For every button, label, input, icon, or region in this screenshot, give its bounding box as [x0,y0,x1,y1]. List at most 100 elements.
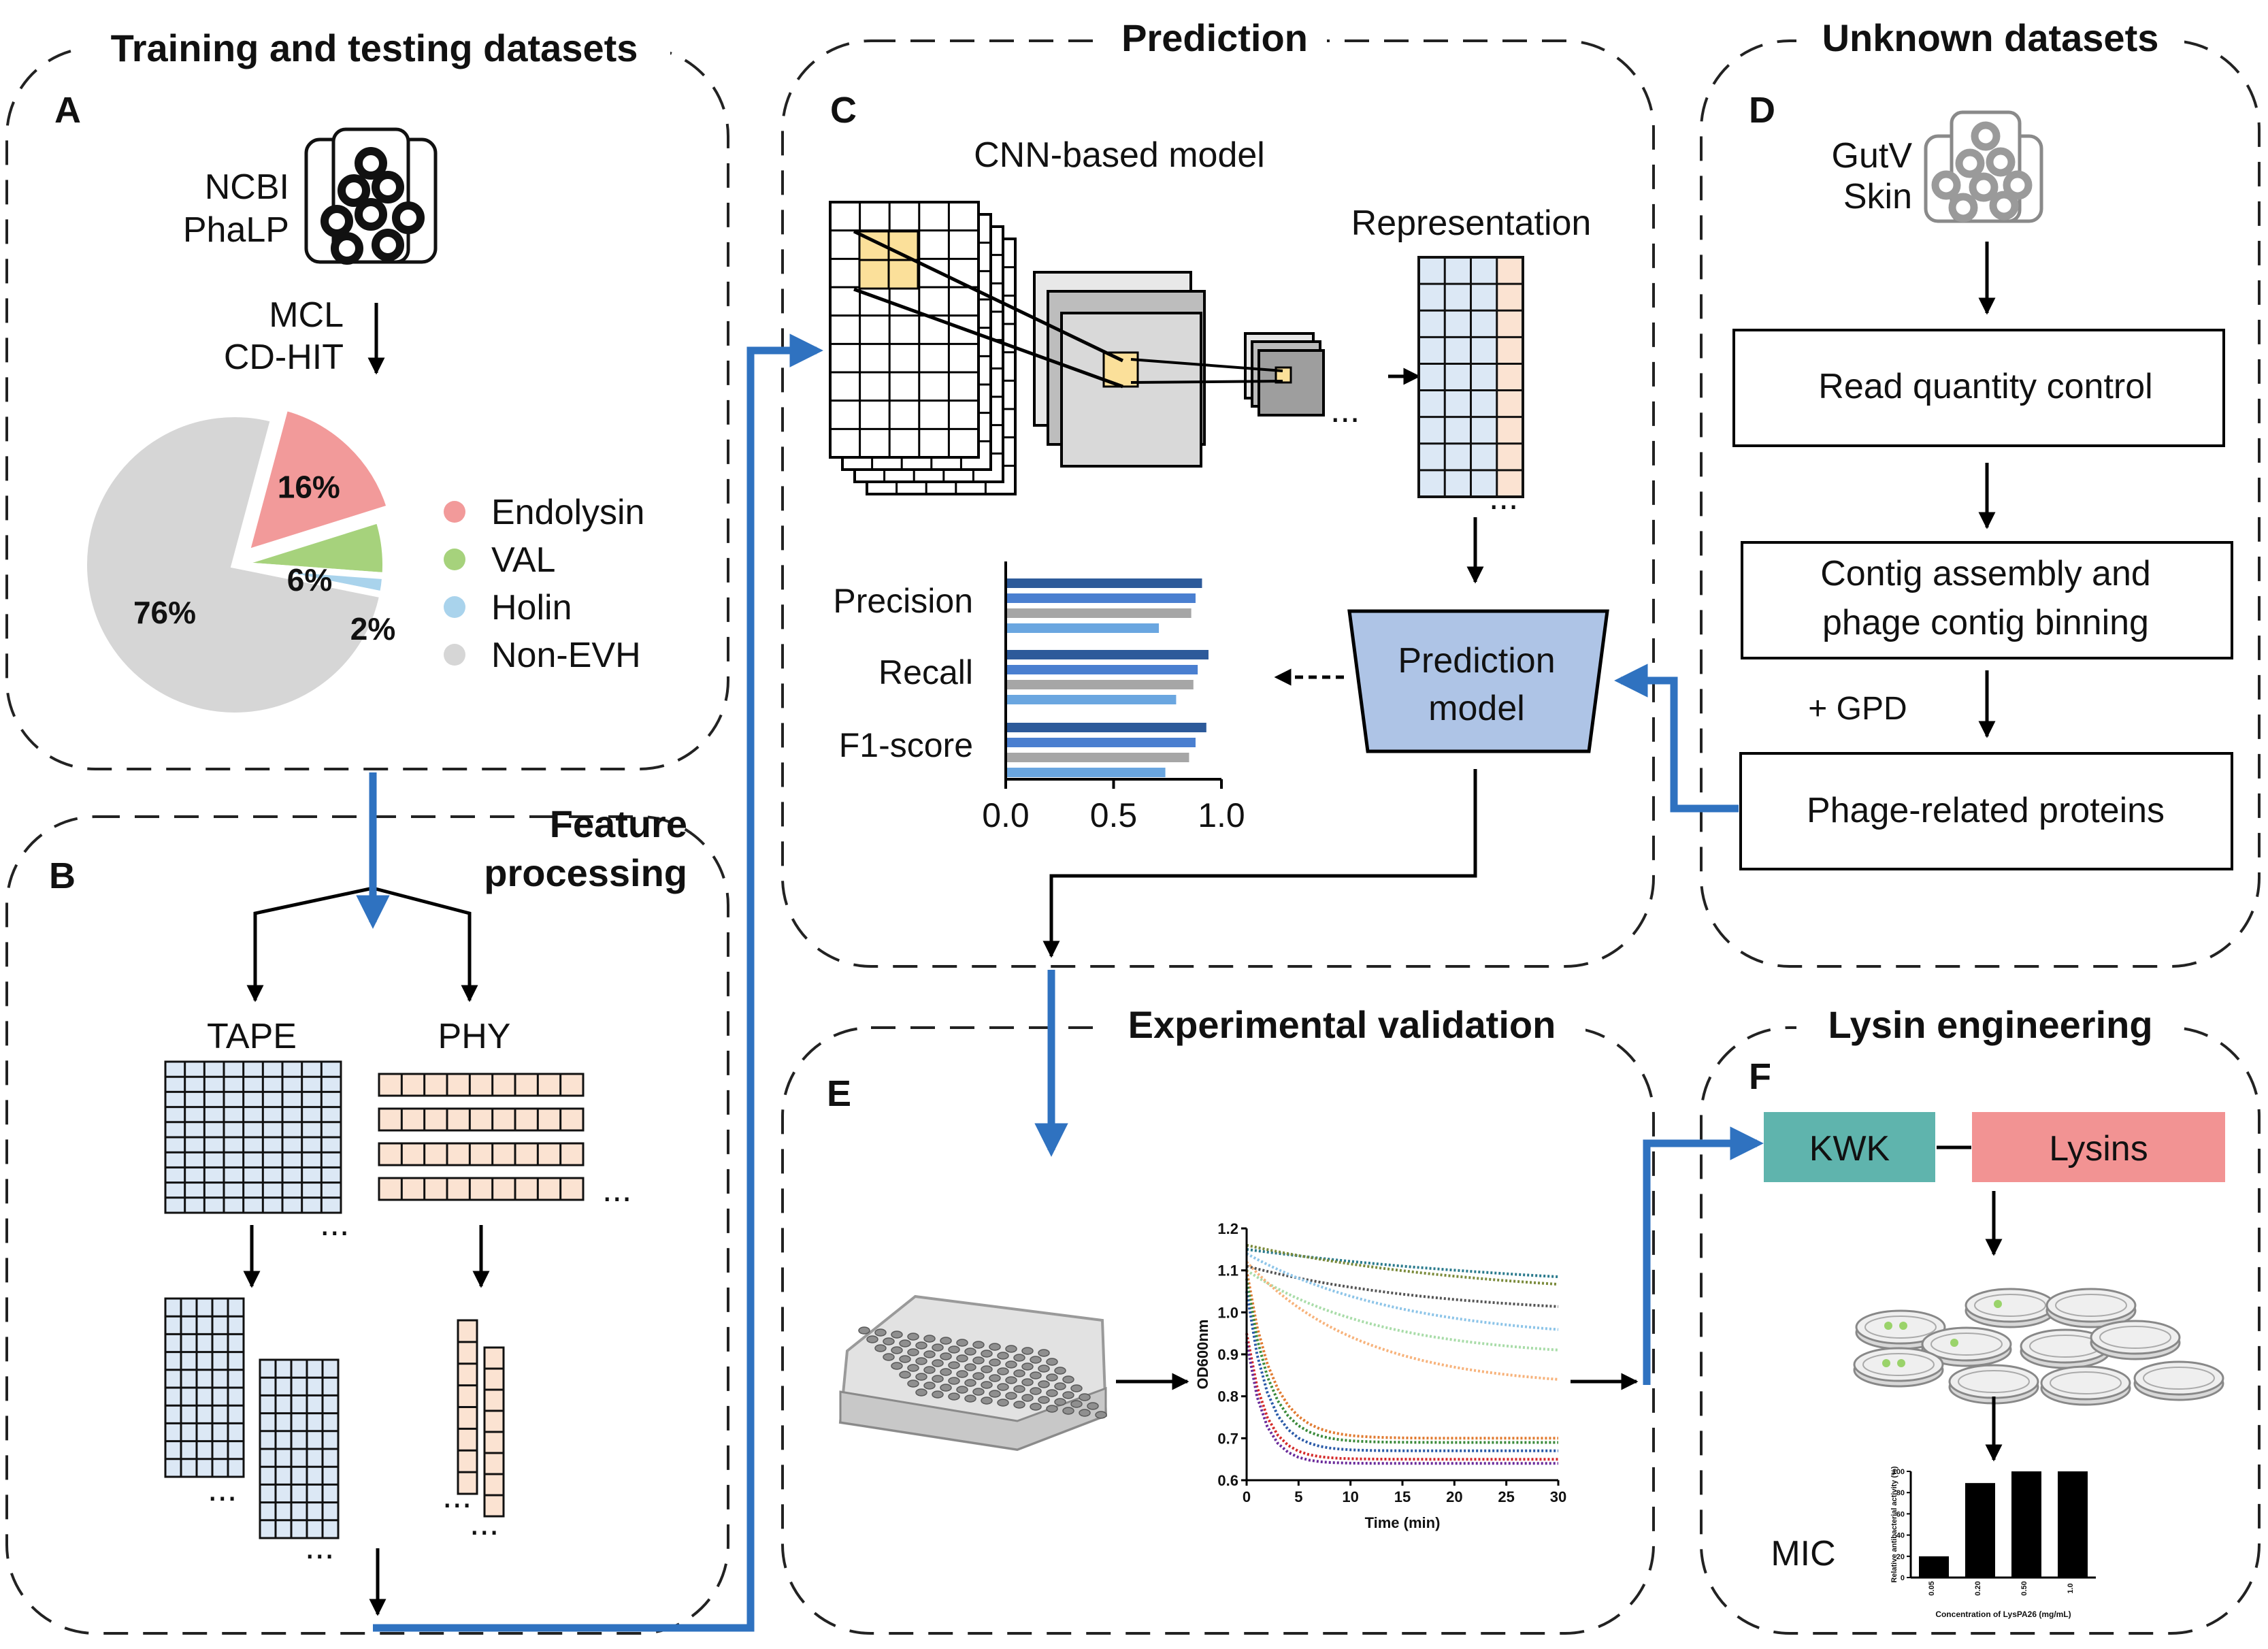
pie-label-non-evh: 76% [133,595,196,630]
db-label-gutv: GutV [1832,136,1913,176]
od-series-line [1245,1270,1558,1440]
tape-ellipsis: ... [320,1204,349,1243]
lysins-box [1972,1112,2225,1182]
legend-dot-endolysin [444,501,465,523]
contig-assembly-label-line1: Contig assembly and [1820,554,2151,593]
unknown-section-frame [1700,39,2261,968]
blue-arrow-d-to-c [1614,664,1739,813]
od-series-line [1245,1278,1558,1444]
mic-bar [2011,1471,2041,1578]
tape-grid [164,1060,342,1214]
od-series-line [1246,1243,1559,1286]
pie-label-endolysin: 16% [278,470,340,505]
metrics-x-tick: 0.5 [1090,796,1138,834]
prediction-model-label-line2: model [1428,689,1525,728]
pie-legend: Endolysin VAL Holin Non-EVH [444,493,644,675]
phy-small-ellipsis-1: ... [442,1476,472,1516]
mic-bar [2058,1471,2088,1578]
kwk-box [1764,1112,1935,1182]
mic-bar [1965,1483,1995,1578]
panel-letter-d: D [1749,90,1775,131]
legend-dot-non-evh [444,644,465,666]
read-quantity-control-label: Read quantity control [1818,367,2152,406]
training-section-title: Training and testing datasets [111,27,638,69]
mic-y-label: Relative antibacterial activity (%) [1890,1466,1899,1583]
tape-small-ellipsis-2: ... [305,1527,334,1567]
database-icon-a [304,127,438,265]
od-y-tick: 0.7 [1217,1430,1238,1447]
tape-grid-small-2 [259,1358,340,1539]
mic-x-tick: 0.05 [1928,1581,1936,1595]
prediction-model-label-line1: Prediction [1398,641,1555,681]
prediction-section-title: Prediction [1121,16,1308,59]
metric-bar [1006,650,1209,659]
cnn-ellipsis: ... [1330,391,1360,430]
blue-arrow-b-to-c [373,333,823,1632]
tape-small-ellipsis-1: ... [208,1469,237,1509]
pie-label-holin: 2% [350,611,395,647]
representation-grid [1417,256,1524,498]
mic-y-tick: 0 [1901,1574,1905,1582]
phy-row [378,1107,585,1132]
panel-letter-a: A [54,90,81,131]
pie-slice-endolysin [241,403,395,559]
db-label-skin: Skin [1843,177,1912,216]
training-section-frame [5,46,729,770]
metric-label-precision: Precision [833,582,973,620]
legend-non-evh: Non-EVH [491,636,641,675]
legend-holin: Holin [491,588,572,627]
contig-assembly-box [1741,541,2233,659]
feature-section-frame [5,815,729,1635]
tape-label: TAPE [207,1017,297,1056]
arrow-b-right-branch [372,886,478,1002]
panel-letter-b: B [49,855,76,896]
pie-chart: 16% 6% 2% 76% [80,403,395,719]
prediction-section-frame [781,39,1655,968]
cnn-model-title: CNN-based model [974,135,1265,175]
phy-label: PHY [438,1017,511,1056]
pie-slice-non-evh [80,410,387,719]
phage-related-proteins-label: Phage-related proteins [1807,791,2165,830]
pie-label-val: 6% [287,562,332,598]
od-y-tick: 1.2 [1217,1220,1238,1237]
petri-dish [1965,1288,2056,1328]
mic-x-tick: 0.50 [2020,1581,2028,1595]
legend-val: VAL [491,540,555,580]
od-y-tick: 0.6 [1217,1472,1238,1489]
petri-dishes [1853,1288,2224,1406]
representation-label: Representation [1351,203,1592,243]
od-series-line [1245,1291,1558,1452]
mic-x-tick: 0.20 [1974,1581,1982,1595]
phage-related-proteins-box [1739,752,2233,870]
phy-feature-rows [378,1073,585,1201]
cnn-feature-maps [853,229,1325,468]
metric-label-recall: Recall [878,653,973,691]
od-x-label: Time (min) [1365,1514,1441,1531]
phy-row [378,1142,585,1166]
mic-y-tick: 20 [1896,1553,1905,1561]
mic-x-label: Concentration of LysPA26 (mg/mL) [1935,1610,2071,1619]
tape-small-grid-cells-2 [259,1358,340,1539]
metric-bar [1006,608,1191,618]
panel-letter-f: F [1749,1056,1771,1097]
od-series-line [1245,1341,1558,1465]
metrics-x-tick: 0.0 [982,796,1030,834]
panel-letter-c: C [830,90,857,131]
metric-bar [1006,578,1202,588]
legend-endolysin: Endolysin [491,493,644,532]
od-y-tick: 0.8 [1217,1388,1238,1405]
od-y-tick: 1.0 [1217,1304,1238,1321]
db-label-phalp: PhaLP [183,210,289,250]
phy-row [378,1073,585,1097]
lysins-label: Lysins [2049,1129,2148,1169]
od-y-tick: 0.9 [1217,1346,1238,1363]
contig-assembly-label-line2: phage contig binning [1822,603,2149,642]
metric-bar [1006,665,1198,674]
od-series-line [1246,1247,1559,1279]
od-x-tick: 25 [1498,1488,1514,1505]
od-y-label: OD600nm [1194,1320,1211,1390]
od-y-tick: 1.1 [1217,1262,1238,1279]
